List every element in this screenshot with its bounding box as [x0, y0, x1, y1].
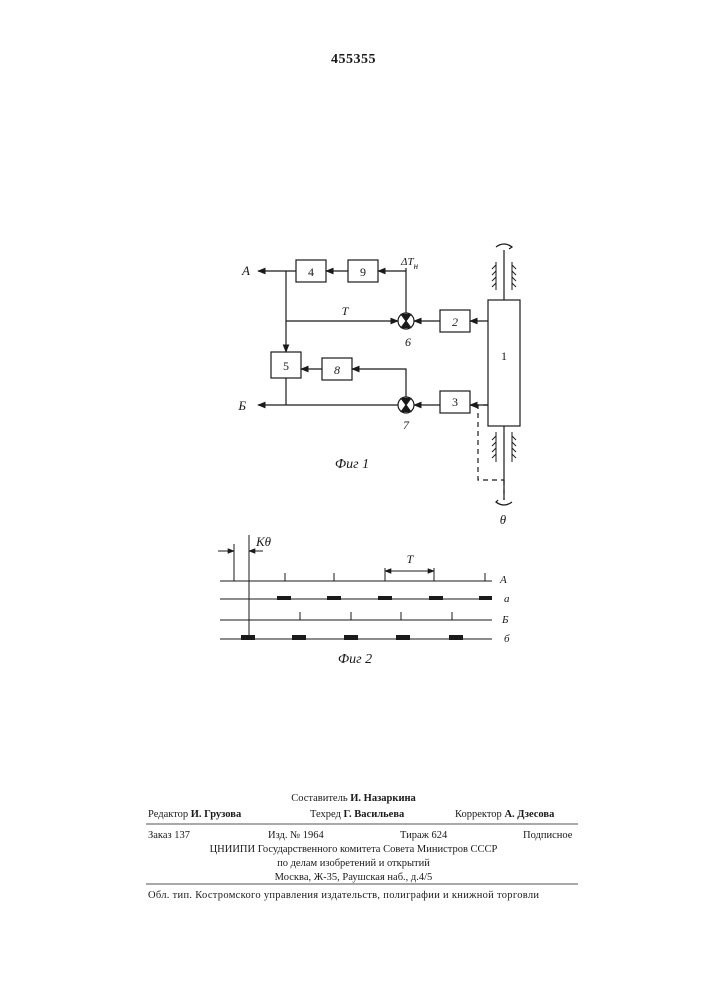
figure-1-caption: Фиг 1 [335, 457, 369, 472]
input-dT-label: ΔТн [400, 256, 419, 271]
line-7-to-8 [352, 369, 406, 397]
pulse-a [429, 596, 443, 600]
figure-1-diagram [258, 244, 520, 505]
row-label-B: Б [501, 614, 509, 626]
dashed-link [478, 405, 504, 480]
org-line-1: ЦНИИПИ Государственного комитета Совета … [0, 843, 707, 857]
figure-2-caption: Фиг 2 [338, 652, 372, 667]
compiler-name: И. Назаркина [350, 793, 416, 804]
org-line-3: Москва, Ж-35, Раушская наб., д.4/5 [0, 871, 707, 885]
row-label-A: А [499, 574, 507, 586]
block-2-label: 2 [452, 315, 458, 329]
row-label-b: б [504, 633, 510, 645]
subscription: Подписное [523, 829, 572, 843]
printer-line: Обл. тип. Костромского управления издате… [148, 889, 578, 903]
block-1 [488, 300, 520, 426]
compiler-line: Составитель И. Назаркина [0, 792, 707, 806]
block-8-label: 8 [334, 363, 340, 377]
editor-name: И. Грузова [191, 809, 241, 820]
order-number: Заказ 137 [148, 829, 190, 843]
pulse-a [378, 596, 392, 600]
techred-prefix: Техред [310, 809, 341, 820]
comparator-6 [398, 313, 414, 329]
techred-name: Г. Васильева [344, 809, 405, 820]
shaft-theta-label: θ [500, 512, 507, 527]
comparator-7 [398, 397, 414, 413]
pulse-a [327, 596, 341, 600]
output-B-label: Б [237, 398, 246, 413]
compiler-prefix: Составитель [291, 793, 347, 804]
figure-2-timing [218, 535, 492, 639]
pulse-a [277, 596, 291, 600]
corrector-prefix: Корректор [455, 809, 502, 820]
line-6-to-9 [378, 271, 406, 313]
org-line-2: по делам изобретений и открытий [0, 857, 707, 871]
print-run: Тираж 624 [400, 829, 447, 843]
pulse-b [396, 635, 410, 640]
block-1-label: 1 [501, 349, 507, 363]
pulse-a [479, 596, 492, 600]
block-4-label: 4 [308, 265, 314, 279]
corrector-name: А. Дзесова [504, 809, 554, 820]
output-A-label: А [241, 263, 250, 278]
block-3-label: 3 [452, 395, 458, 409]
block-9-label: 9 [360, 265, 366, 279]
pulse-b [449, 635, 463, 640]
editor-prefix: Редактор [148, 809, 188, 820]
kth-label: Кθ [255, 534, 272, 549]
row-label-a: а [504, 593, 510, 605]
line-T-label: Т [342, 304, 350, 318]
comparator-7-label: 7 [403, 418, 410, 432]
techred-line: Техред Г. Васильева [310, 808, 404, 822]
corrector-line: Корректор А. Дзесова [455, 808, 554, 822]
edition-number: Изд. № 1964 [268, 829, 324, 843]
editor-line: Редактор И. Грузова [148, 808, 241, 822]
pulse-b [241, 635, 255, 640]
comparator-6-label: 6 [405, 335, 411, 349]
period-label: Т [407, 552, 415, 566]
pulse-b [292, 635, 306, 640]
pulse-b [344, 635, 358, 640]
block-5-label: 5 [283, 359, 289, 373]
